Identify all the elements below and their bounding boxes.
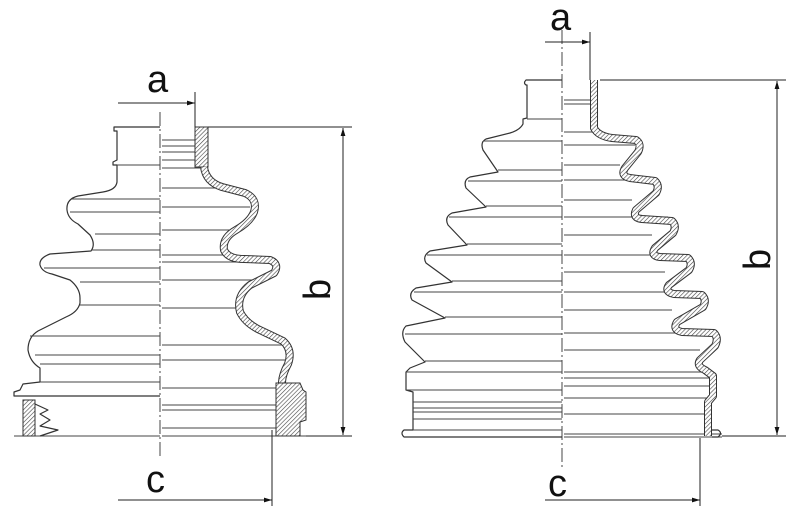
right-dimension-a: a xyxy=(545,0,591,80)
left-boot-wall xyxy=(200,166,294,384)
left-dimension-b: b xyxy=(208,126,352,437)
left-base-section xyxy=(275,382,307,437)
right-dimension-b: b xyxy=(600,79,786,437)
right-boot: a b c xyxy=(401,0,786,506)
dimension-label-a: a xyxy=(550,0,572,39)
right-boot-rib-lines xyxy=(405,118,562,431)
right-base-lip xyxy=(712,429,722,438)
left-collar-section xyxy=(194,126,209,168)
left-boot-inner-lines xyxy=(162,139,310,437)
left-boot-outline xyxy=(13,126,160,397)
dimension-label-a: a xyxy=(147,59,169,101)
right-boot-outline xyxy=(401,79,562,438)
dimension-label-b: b xyxy=(297,279,339,300)
dimension-label-c: c xyxy=(146,459,165,501)
left-dimension-a: a xyxy=(118,59,196,127)
left-boot-rib-lines xyxy=(14,164,160,437)
right-boot-inner-lines xyxy=(564,99,722,438)
left-clamp-section xyxy=(22,399,36,437)
left-dimension-c: c xyxy=(118,430,273,506)
left-clamp-teeth xyxy=(34,403,59,437)
left-boot: a b c xyxy=(13,59,352,506)
right-dimension-c: c xyxy=(545,438,701,506)
dimension-label-b: b xyxy=(737,249,779,270)
dimension-label-c: c xyxy=(548,463,567,505)
